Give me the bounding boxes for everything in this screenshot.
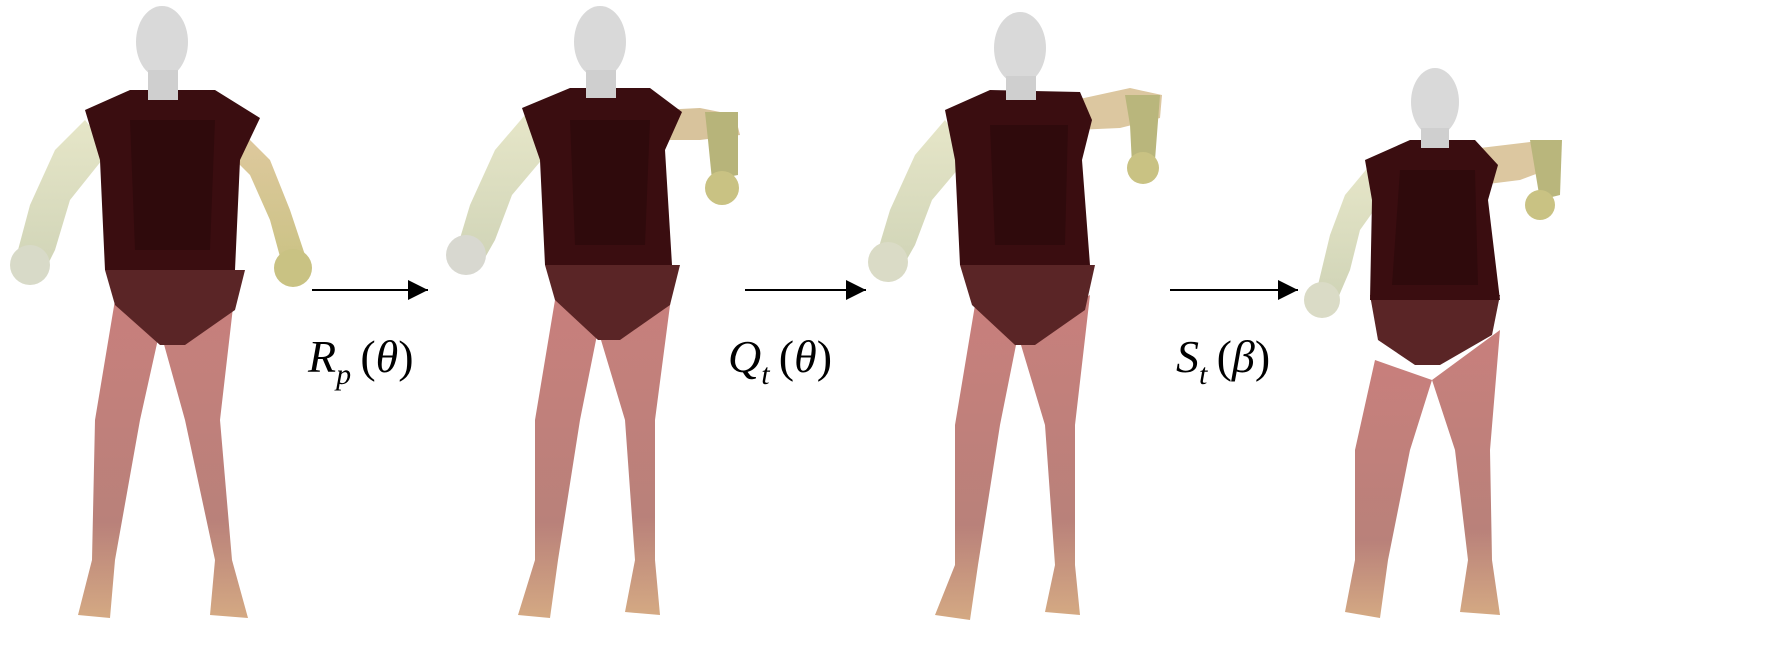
label-argument: θ (376, 331, 399, 382)
label-symbol: R (308, 331, 336, 382)
label-open-paren: ( (779, 331, 794, 382)
body-figure-posed-deformed (868, 12, 1162, 620)
transition-label-1: Rp (θ) (308, 334, 414, 380)
label-open-paren: ( (360, 331, 375, 382)
label-subscript: t (761, 358, 769, 391)
label-close-paren: ) (1255, 331, 1270, 382)
label-symbol: Q (728, 331, 761, 382)
body-figure-posed (446, 6, 740, 618)
label-symbol: S (1176, 331, 1199, 382)
label-argument: θ (794, 331, 817, 382)
label-close-paren: ) (817, 331, 832, 382)
transition-label-3: St (β) (1176, 334, 1270, 380)
transition-label-2: Qt (θ) (728, 334, 832, 380)
label-argument: β (1232, 331, 1255, 382)
label-subscript: t (1199, 358, 1207, 391)
label-subscript: p (336, 358, 351, 391)
body-figure-rest-pose (10, 6, 312, 618)
label-open-paren: ( (1217, 331, 1232, 382)
label-close-paren: ) (398, 331, 413, 382)
body-figure-shape-adjusted (1304, 68, 1562, 618)
